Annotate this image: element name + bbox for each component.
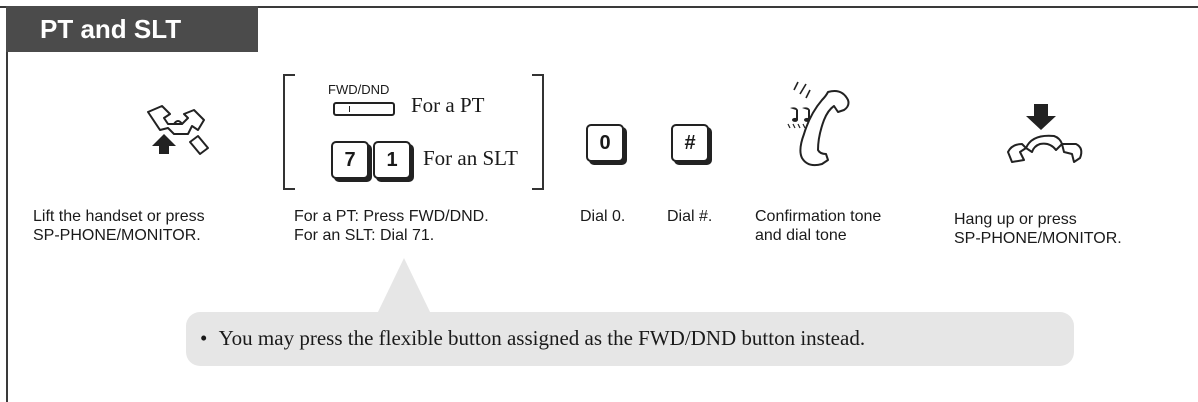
for-slt-label: For an SLT (423, 146, 518, 170)
options-bracket-right (532, 74, 544, 190)
handset-hangup-icon (1006, 104, 1086, 168)
step-2-text: For a PT: Press FWD/DND. For an SLT: Dia… (294, 207, 489, 245)
step-3-text: Dial 0. (580, 207, 625, 226)
fwd-dnd-button-icon (333, 102, 395, 116)
step-4-text: Dial #. (667, 207, 712, 226)
step-5-line-2: and dial tone (755, 227, 847, 244)
key-7: 7 (331, 141, 369, 179)
step-1-text: Lift the handset or press SP-PHONE/MONIT… (33, 207, 205, 245)
step-6-line-1: Hang up or press (954, 211, 1077, 228)
step-5-text: Confirmation tone and dial tone (755, 207, 881, 245)
note-box (186, 312, 1074, 366)
note-text: • You may press the flexible button assi… (200, 326, 865, 351)
step-6-line-2: SP-PHONE/MONITOR. (954, 230, 1122, 247)
frame-top-rule (0, 6, 1198, 8)
section-title: PT and SLT (6, 6, 258, 52)
fwd-dnd-button-label: FWD/DND (328, 82, 390, 97)
note-bullet: • (200, 326, 208, 350)
step-3-line-1: Dial 0. (580, 208, 626, 225)
frame-left-rule (6, 6, 8, 402)
options-bracket-left (283, 74, 295, 190)
step-4-line-1: Dial #. (667, 208, 713, 225)
step-5-line-1: Confirmation tone (755, 208, 882, 225)
step-6-text: Hang up or press SP-PHONE/MONITOR. (954, 210, 1122, 248)
note-pointer (377, 258, 431, 314)
step-1-line-1: Lift the handset or press (33, 208, 205, 225)
step-2-line-1: For a PT: Press FWD/DND. (294, 208, 489, 225)
ringing-handset-icon (784, 78, 856, 190)
key-0: 0 (586, 124, 624, 162)
step-1-line-2: SP-PHONE/MONITOR. (33, 227, 201, 244)
note-body: You may press the flexible button assign… (218, 326, 866, 350)
key-hash: # (671, 124, 709, 162)
step-2-line-2: For an SLT: Dial 71. (294, 227, 435, 244)
key-1: 1 (373, 141, 411, 179)
handset-lift-icon (138, 104, 218, 168)
for-pt-label: For a PT (411, 93, 485, 117)
